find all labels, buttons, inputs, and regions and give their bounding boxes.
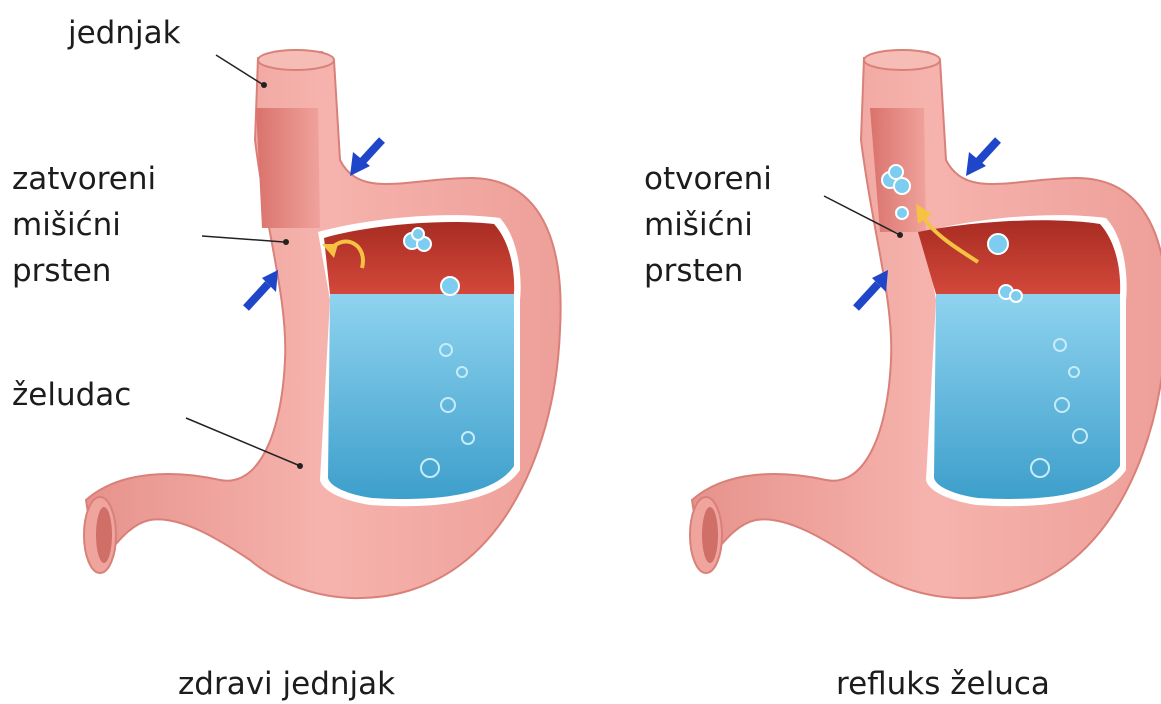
right-stomach bbox=[690, 50, 1161, 598]
label-stomach: želudac bbox=[12, 376, 131, 414]
label-open-sphincter-line3: prsten bbox=[644, 252, 772, 290]
right-esophagus-opening bbox=[864, 50, 940, 70]
right-cavity-mucosa bbox=[918, 220, 1120, 294]
label-closed-sphincter-line3: prsten bbox=[12, 252, 156, 290]
left-pressure-arrow-top bbox=[350, 140, 382, 176]
right-pressure-arrow-bottom bbox=[856, 270, 888, 308]
left-pressure-arrow-bottom bbox=[246, 270, 278, 308]
label-closed-sphincter-line2: mišićni bbox=[12, 206, 156, 244]
label-open-sphincter: otvoreni mišićni prsten bbox=[644, 160, 772, 290]
label-closed-sphincter-line1: zatvoreni bbox=[12, 160, 156, 198]
label-open-sphincter-line2: mišićni bbox=[644, 206, 772, 244]
label-closed-sphincter: zatvoreni mišićni prsten bbox=[12, 160, 156, 290]
left-esophagus-lumen bbox=[256, 108, 320, 228]
label-open-sphincter-line1: otvoreni bbox=[644, 160, 772, 198]
label-esophagus: jednjak bbox=[68, 14, 181, 52]
right-gastric-acid bbox=[934, 294, 1120, 499]
caption-gastric-reflux: refluks želuca bbox=[836, 666, 1050, 702]
caption-healthy-esophagus: zdravi jednjak bbox=[178, 666, 395, 702]
leader-line-esophagus bbox=[216, 55, 262, 84]
left-stomach bbox=[84, 50, 561, 598]
right-pressure-arrow-top bbox=[966, 140, 998, 176]
left-esophagus-opening bbox=[258, 50, 334, 70]
